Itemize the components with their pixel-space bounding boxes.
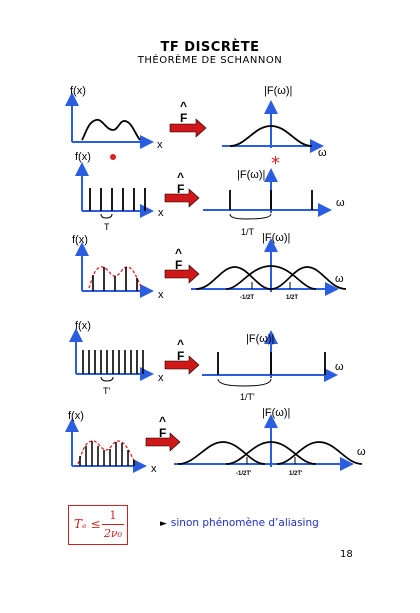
omega-label: ω xyxy=(318,147,327,159)
omega-label: ω xyxy=(336,197,345,209)
row-1: f(x) x ^ F |F(ω)| ω xyxy=(65,85,327,159)
spectrum-curves xyxy=(177,441,363,465)
star-marker: * xyxy=(271,153,280,174)
fraction-numerator: 1 xyxy=(109,509,117,522)
fx-label: f(x) xyxy=(75,320,91,332)
bullet-triangle-icon: ► xyxy=(160,519,167,529)
fraction-bar xyxy=(102,524,124,525)
x-label: x xyxy=(158,289,164,301)
tick-left: -1/2T' xyxy=(236,471,252,477)
fourier-arrow: ^ F xyxy=(169,99,207,138)
fx-label: f(x) xyxy=(68,410,84,422)
page-title: TF DISCRÈTE xyxy=(160,40,260,55)
page-number: 18 xyxy=(340,549,353,560)
fx-label: f(x) xyxy=(70,85,86,97)
note-text: sinon phénomène d’aliasing xyxy=(170,517,319,529)
svg-text:^: ^ xyxy=(177,337,184,351)
sampling-diagram: f(x) x ^ F |F(ω)| ω f(x) T x ^ F xyxy=(65,85,366,477)
x-label: x xyxy=(158,207,164,219)
spacing-label: 1/T xyxy=(241,227,255,237)
svg-text:F: F xyxy=(177,349,184,363)
aliasing-note: ►sinon phénomène d’aliasing xyxy=(160,517,319,529)
svg-text:F: F xyxy=(180,111,187,125)
red-dot xyxy=(110,154,116,160)
x-label: x xyxy=(157,139,163,151)
fraction-denominator: 2ν₀ xyxy=(103,527,123,540)
Fw-label: |F(ω)| xyxy=(264,85,292,97)
svg-text:^: ^ xyxy=(177,170,184,184)
omega-label: ω xyxy=(335,273,344,285)
row-2: f(x) T x ^ F * |F(ω)| 1/T ω xyxy=(75,151,345,237)
period-label: T' xyxy=(103,386,110,396)
tick-left: -1/2T xyxy=(240,295,254,301)
svg-text:^: ^ xyxy=(180,99,187,113)
spectrum-curve xyxy=(229,125,313,147)
Fw-label: |F(ω)| xyxy=(262,232,290,244)
tick-right: 1/2T' xyxy=(289,471,303,477)
period-label: T xyxy=(104,222,110,232)
fx-label: f(x) xyxy=(72,234,88,246)
x-label: x xyxy=(158,372,164,384)
signal-curve xyxy=(81,118,141,141)
page-subtitle: THÉORÈME DE SCHANNON xyxy=(137,55,283,66)
svg-text:F: F xyxy=(175,258,182,272)
row-5: f(x) x ^ F -1/2T' 1/2T' |F(ω)| ω xyxy=(65,407,366,477)
fourier-arrow: ^ F xyxy=(164,246,200,284)
spectrum-curves xyxy=(195,265,347,290)
Fw-label: |F(ω)| xyxy=(237,169,265,181)
fx-label: f(x) xyxy=(75,151,91,163)
condition-fraction: 1 2ν₀ xyxy=(102,509,124,540)
svg-text:^: ^ xyxy=(175,246,182,260)
row-3: f(x) x ^ F -1/2T 1/2T |F(ω)| ω xyxy=(72,232,347,301)
sampling-condition-box: Tₑ ≤ 1 2ν₀ xyxy=(68,505,128,545)
svg-text:F: F xyxy=(159,426,166,440)
fourier-arrow: ^ F xyxy=(164,337,200,375)
omega-label: ω xyxy=(335,361,344,373)
condition-lhs: Tₑ ≤ xyxy=(74,517,101,531)
omega-label: ω xyxy=(357,446,366,458)
svg-text:^: ^ xyxy=(159,414,166,428)
x-label: x xyxy=(151,463,157,475)
spacing-label: 1/T' xyxy=(240,392,255,402)
row-4: f(x) T' x ^ F |F(ω)| 1/T' ω xyxy=(69,320,344,402)
fourier-arrow: ^ F xyxy=(164,170,200,208)
Fw-label: |F(ω)| xyxy=(246,333,274,345)
fourier-arrow: ^ F xyxy=(145,414,181,452)
Fw-label: |F(ω)| xyxy=(262,407,290,419)
tick-right: 1/2T xyxy=(286,295,298,301)
svg-text:F: F xyxy=(177,182,184,196)
